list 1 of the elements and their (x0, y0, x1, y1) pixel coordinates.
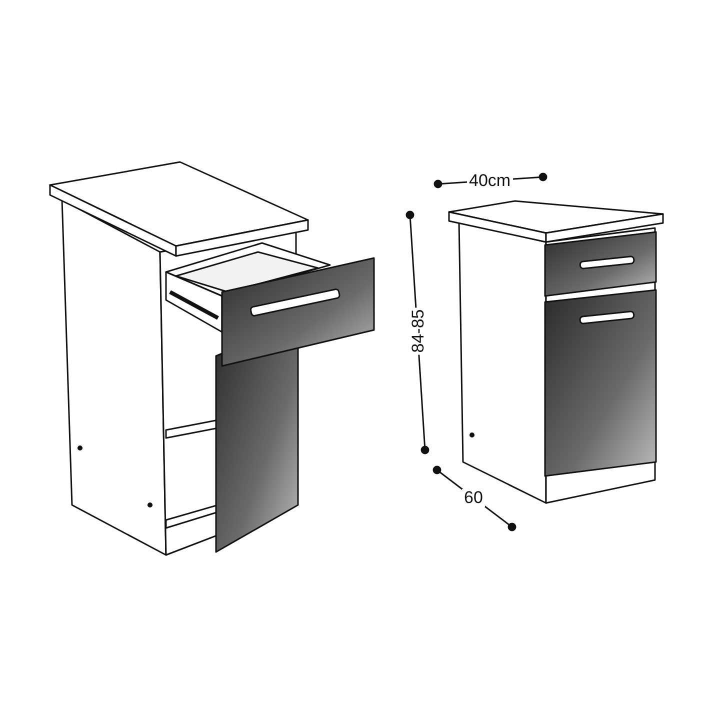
dimension-label: 60 (462, 489, 485, 507)
